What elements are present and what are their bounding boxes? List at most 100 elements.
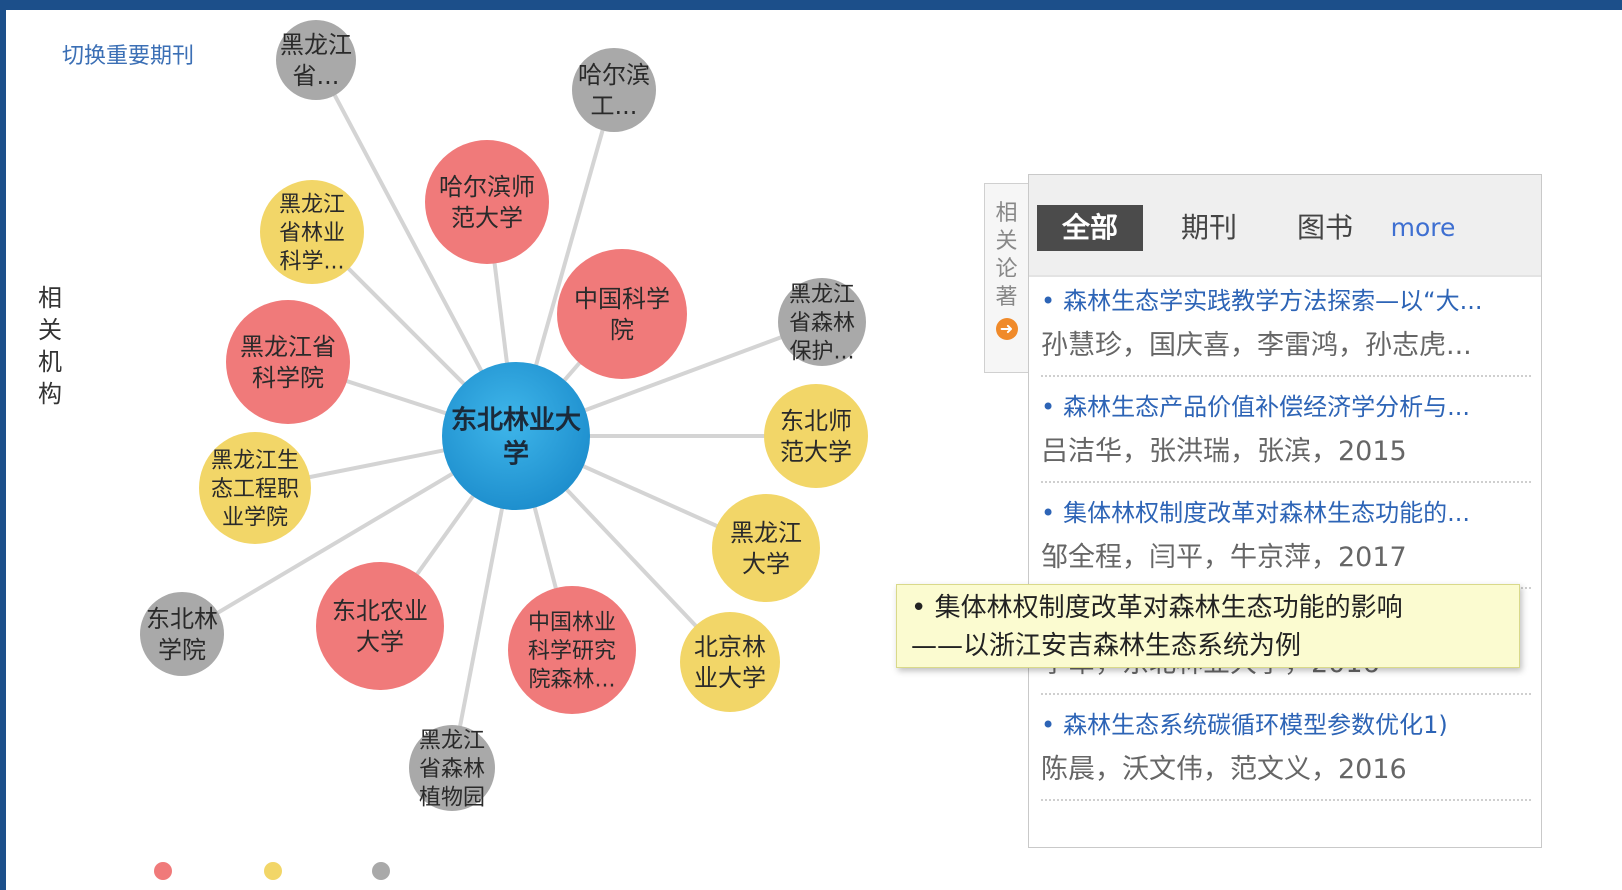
institution-node[interactable]: 中国林业科学研究院森林... xyxy=(508,586,636,714)
node-label: 业大学 xyxy=(694,664,766,692)
node-label: 科学... xyxy=(280,250,345,275)
list-item: •森林生态学实践教学方法探索—以“大... 孙慧珍，国庆喜，李雷鸿，孙志虎... xyxy=(1041,281,1531,377)
divider xyxy=(1041,481,1531,483)
related-institutions-label: 相关机构 xyxy=(38,284,62,408)
node-label: 哈尔滨 xyxy=(578,61,650,89)
entry-title-link[interactable]: •森林生态学实践教学方法探索—以“大... xyxy=(1041,287,1483,315)
node-label: 哈尔滨师 xyxy=(439,173,535,201)
node-label: 态工程职 xyxy=(211,477,299,502)
node-label: 黑龙江省 xyxy=(240,333,336,361)
list-item: •森林生态系统碳循环模型参数优化1) 陈晨，沃文伟，范文义，2016 xyxy=(1041,705,1531,801)
node-label: 省林业 xyxy=(279,221,345,246)
node-circle xyxy=(572,48,656,132)
legend-dot-yellow xyxy=(264,862,282,880)
tab-all[interactable]: 全部 xyxy=(1037,205,1143,251)
divider xyxy=(1041,799,1531,801)
institution-node[interactable]: 哈尔滨工... xyxy=(572,48,656,132)
tab-journals[interactable]: 期刊 xyxy=(1180,211,1237,244)
tab-more[interactable]: more xyxy=(1390,213,1456,242)
node-label: 大学 xyxy=(356,628,404,656)
node-circle xyxy=(140,592,224,676)
node-circle xyxy=(680,612,780,712)
node-label: 科学院 xyxy=(252,364,324,392)
entry-authors: 吕洁华，张洪瑞，张滨，2015 xyxy=(1041,436,1407,467)
entry-authors: 孙慧珍，国庆喜，李雷鸿，孙志虎... xyxy=(1041,330,1472,361)
node-circle xyxy=(712,494,820,602)
entry-authors: 邹全程，闫平，牛京萍，2017 xyxy=(1041,542,1407,573)
node-label: 黑龙江生 xyxy=(211,448,299,473)
tab-books[interactable]: 图书 xyxy=(1296,211,1353,244)
node-circle xyxy=(316,562,444,690)
entry-authors: 陈晨，沃文伟，范文义，2016 xyxy=(1041,754,1407,785)
node-label: 东北农业 xyxy=(332,597,428,625)
node-label: 黑龙江 xyxy=(789,282,855,307)
node-label: 业学院 xyxy=(222,506,288,531)
institution-node[interactable]: 黑龙江省森林保护... xyxy=(778,278,866,366)
institution-node[interactable]: 黑龙江省... xyxy=(276,20,356,100)
node-label: 科学研究 xyxy=(528,639,616,664)
institution-node[interactable]: 黑龙江省林业科学... xyxy=(260,180,364,284)
node-label: 东北林业大 xyxy=(451,404,581,435)
related-works-side-tab[interactable]: 相关论著 ➜ xyxy=(984,183,1028,373)
side-tab-label: 相关论著 xyxy=(995,201,1018,310)
node-label: 东北林 xyxy=(146,605,218,633)
node-label: 工... xyxy=(591,92,638,120)
node-circle xyxy=(199,432,311,544)
main-canvas: 切换重要期刊 相关机构 黑龙江省...哈尔滨工...哈尔滨师范大学黑龙江省林业科… xyxy=(6,10,1622,890)
node-label: 保护... xyxy=(790,340,855,365)
node-circle xyxy=(508,586,636,714)
node-circle xyxy=(764,384,868,488)
node-circle xyxy=(276,20,356,100)
entry-title-link[interactable]: •森林生态系统碳循环模型参数优化1) xyxy=(1041,711,1448,739)
node-label: 中国林业 xyxy=(528,610,616,635)
node-label: 省... xyxy=(293,62,340,90)
node-label: 院森林... xyxy=(529,668,616,693)
node-label: 学 xyxy=(503,438,529,469)
tooltip-line-2: ——以浙江安吉森林生态系统为例 xyxy=(911,631,1302,661)
node-circle xyxy=(226,300,350,424)
panel-tabs: 全部 期刊 图书 more xyxy=(1029,175,1541,277)
institution-network-graph: 黑龙江省...哈尔滨工...哈尔滨师范大学黑龙江省林业科学...中国科学院黑龙江… xyxy=(140,20,868,811)
node-circle xyxy=(442,362,590,510)
node-circle xyxy=(557,249,687,379)
divider xyxy=(1041,375,1531,377)
node-label: 黑龙江 xyxy=(280,31,352,59)
entry-title-link[interactable]: •森林生态产品价值补偿经济学分析与... xyxy=(1041,393,1471,421)
node-circle xyxy=(260,180,364,284)
legend-dot-gray xyxy=(372,862,390,880)
node-label: 植物园 xyxy=(419,786,485,811)
node-label: 省森林 xyxy=(419,757,485,782)
node-label: 中国科学 xyxy=(574,285,670,313)
switch-journals-link[interactable]: 切换重要期刊 xyxy=(62,44,195,69)
arrow-right-icon[interactable]: ➜ xyxy=(995,318,1018,340)
node-circle xyxy=(778,278,866,366)
node-label: 北京林 xyxy=(694,633,766,661)
legend-dot-red xyxy=(154,862,172,880)
node-label: 院 xyxy=(610,316,634,344)
node-label: 黑龙江 xyxy=(279,192,345,217)
node-label: 大学 xyxy=(742,550,790,578)
node-label: 学院 xyxy=(158,636,206,664)
entry-title-link[interactable]: •集体林权制度改革对森林生态功能的... xyxy=(1041,499,1471,527)
node-label: 东北师 xyxy=(780,407,852,435)
related-works-panel: 相关论著 ➜ 全部 期刊 图书 more •森林生态学实践教学方法探索—以“大.… xyxy=(984,174,1542,848)
node-circle xyxy=(409,725,495,811)
title-tooltip: • 集体林权制度改革对森林生态功能的影响 ——以浙江安吉森林生态系统为例 xyxy=(896,584,1520,668)
node-label: 范大学 xyxy=(451,204,523,232)
list-item: •集体林权制度改革对森林生态功能的... 邹全程，闫平，牛京萍，2017 xyxy=(1041,493,1531,589)
node-circle xyxy=(425,140,549,264)
list-item: •森林生态产品价值补偿经济学分析与... 吕洁华，张洪瑞，张滨，2015 xyxy=(1041,387,1531,483)
tooltip-line-1: • 集体林权制度改革对森林生态功能的影响 xyxy=(911,593,1403,623)
node-label: 黑龙江 xyxy=(730,519,802,547)
